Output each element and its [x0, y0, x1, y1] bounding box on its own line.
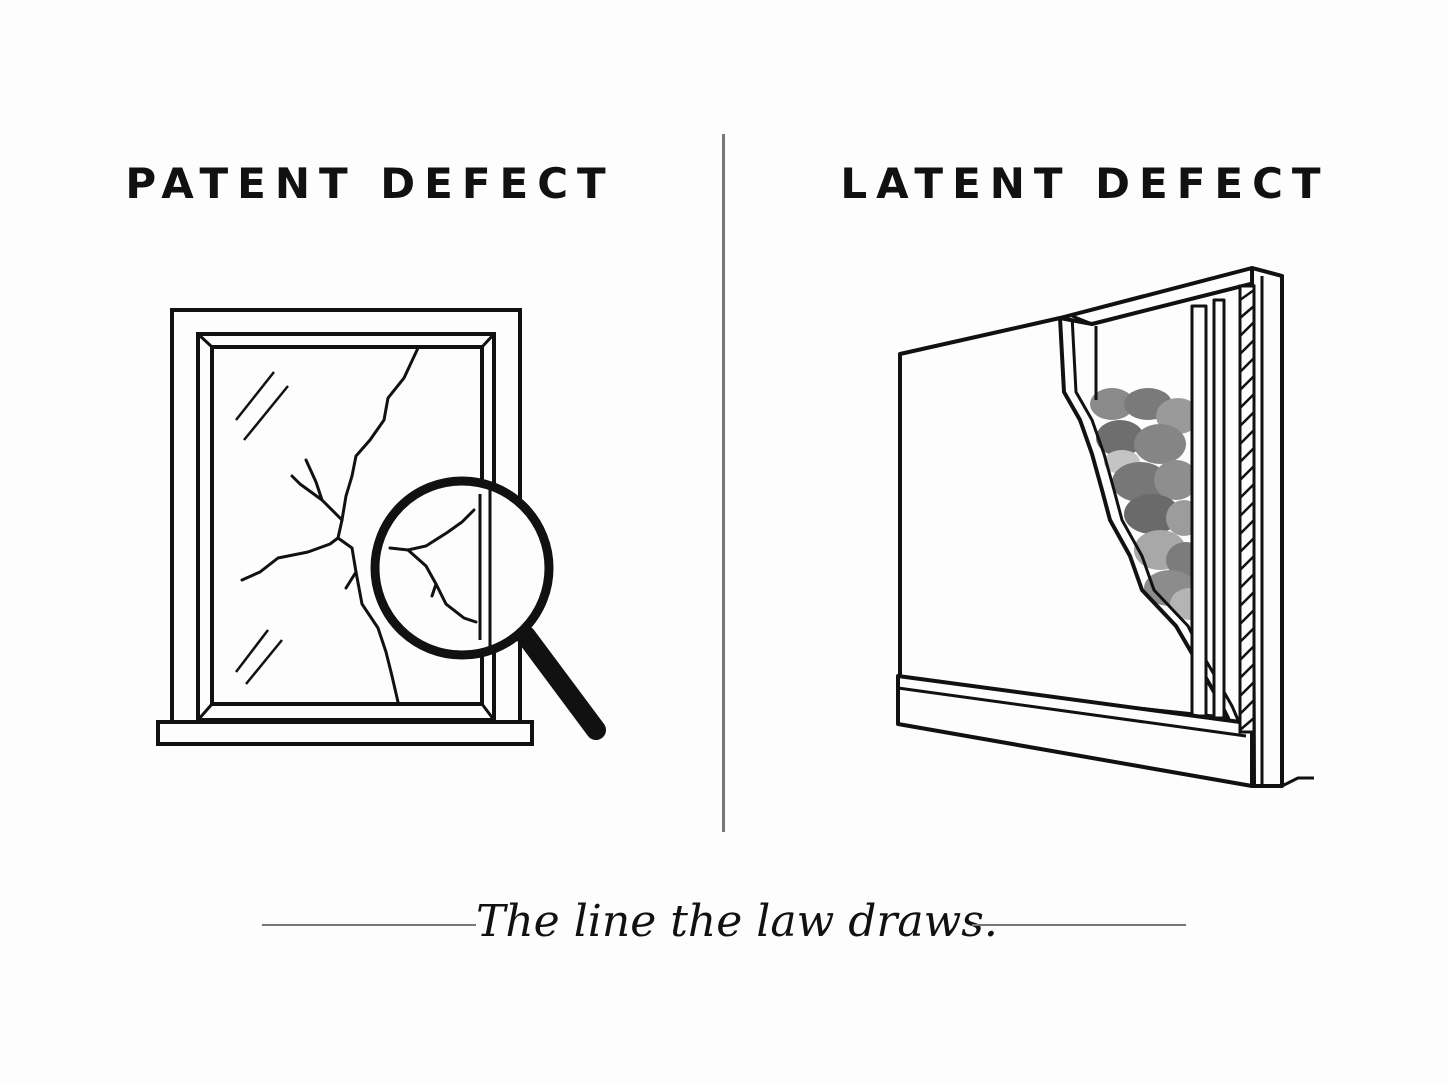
insulation-strip — [1238, 284, 1256, 734]
caption-rule-left — [262, 924, 476, 926]
window-icon — [156, 308, 534, 746]
wall-section-icon — [896, 266, 1314, 788]
magnifying-glass-icon — [370, 476, 606, 740]
center-divider — [722, 134, 725, 832]
crack-lines — [240, 346, 420, 704]
hidden-mold — [1090, 388, 1210, 620]
caption-text: The line the law draws. — [476, 896, 998, 947]
glare-marks — [235, 371, 289, 685]
caption-rule-right — [972, 924, 1186, 926]
latent-defect-heading: LATENT DEFECT — [840, 159, 1330, 208]
patent-defect-heading: PATENT DEFECT — [125, 159, 615, 208]
